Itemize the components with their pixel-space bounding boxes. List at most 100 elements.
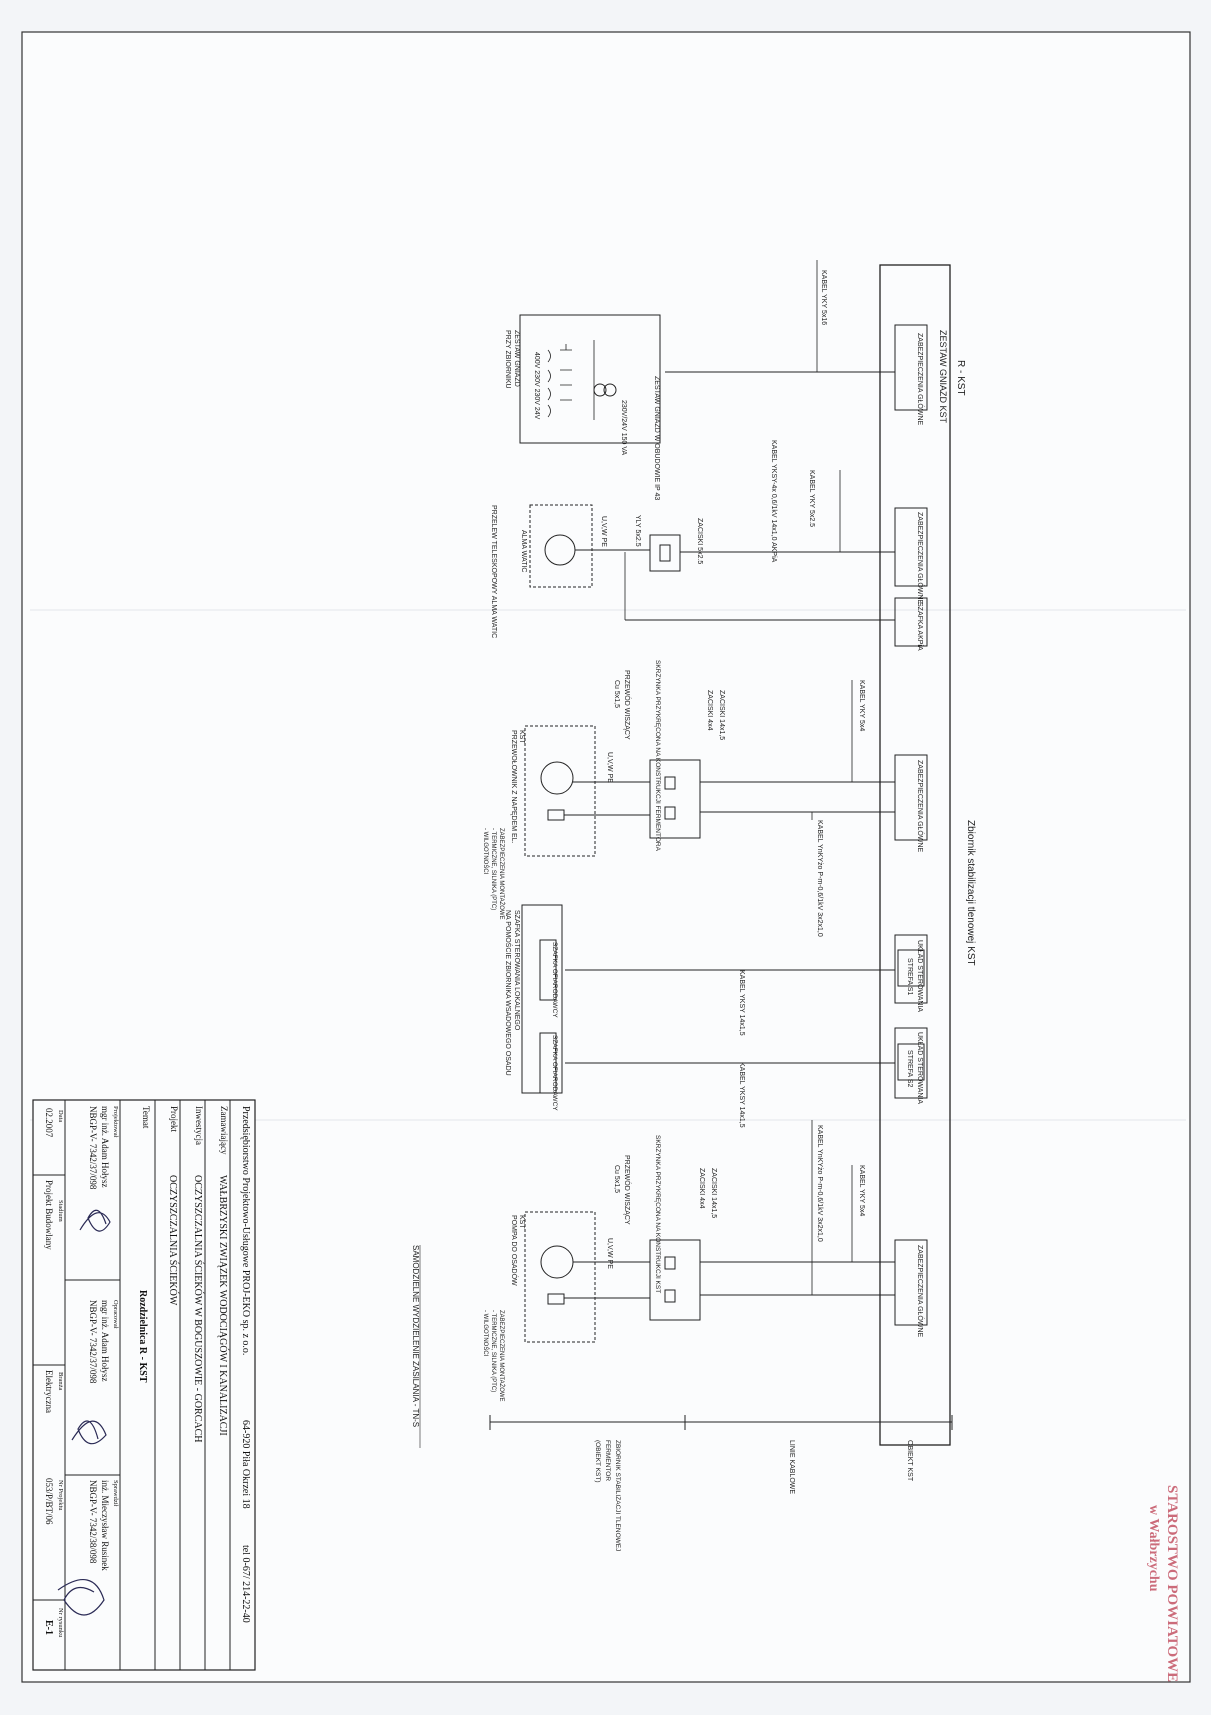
designer-license: NBGP-V- 7342/37/098: [88, 1106, 98, 1190]
socket-set-module: [519, 314, 661, 444]
svg-text:Data: Data: [57, 1110, 64, 1122]
stamp-line-1: STAROSTWO POWIATOWE: [1164, 1485, 1180, 1682]
svg-text:KABEL YKY 5x4: KABEL YKY 5x4: [858, 1165, 865, 1216]
svg-text:SZAFKA OFIARODAWCY: SZAFKA OFIARODAWCY: [551, 942, 558, 1018]
svg-text:SKRZYNKA PRZYKRĘCONA NA KONSTR: SKRZYNKA PRZYKRĘCONA NA KONSTRUKCJI KST: [654, 1135, 661, 1293]
signature-designer: [79, 1209, 111, 1232]
protection-box-3: [894, 754, 928, 841]
svg-text:NA POMOŚCIE ZBIORNIKA WSADOWEG: NA POMOŚCIE ZBIORNIKA WSADOWEGO OSADU: [504, 910, 513, 1076]
svg-text:KABEL YnKYżo P-m-0,6/1kV 3x2x1: KABEL YnKYżo P-m-0,6/1kV 3x2x1,0: [816, 820, 823, 937]
svg-text:KABEL YKSY 14x1,5: KABEL YKSY 14x1,5: [738, 970, 745, 1036]
svg-text:Inwestycja: Inwestycja: [194, 1106, 204, 1145]
svg-text:Branża: Branża: [57, 1372, 64, 1391]
alma-watic-module: [529, 504, 593, 588]
svg-text:STREFA S2: STREFA S2: [906, 1050, 913, 1087]
svg-text:ZABEZPIECZENIA GŁÓWNE: ZABEZPIECZENIA GŁÓWNE: [916, 1245, 925, 1338]
svg-text:Sprawdził: Sprawdził: [112, 1480, 119, 1507]
svg-text:U,V,W PE: U,V,W PE: [600, 516, 607, 547]
project-number: 053/P/BT/06: [44, 1478, 54, 1525]
control-box-s1: [894, 934, 928, 1004]
svg-text:STREFA S1: STREFA S1: [906, 958, 913, 995]
zone-tank-1: ZBIORNIK STABILIZACJI TLENOWEJ: [614, 1440, 621, 1551]
topic-name: Rozdzielnica R - KST: [137, 1290, 148, 1383]
svg-text:YLY 5x2.5: YLY 5x2.5: [634, 515, 641, 547]
zone-cable-lines: LINIE KABLOWE: [788, 1440, 795, 1494]
svg-text:KABEL YKY 5x4: KABEL YKY 5x4: [858, 680, 865, 731]
svg-text:ZABEZPIECZENIA GŁÓWNE: ZABEZPIECZENIA GŁÓWNE: [916, 512, 925, 605]
checker-license: NBGP-V- 7342/38/098: [88, 1480, 98, 1564]
generator-section-label: ZESTAW GNIAZD KST: [938, 330, 948, 424]
designer-name: mgr inż. Adam Hołysz: [100, 1106, 110, 1188]
svg-text:SZAFKA STEROWANIA LOKALNEGO: SZAFKA STEROWANIA LOKALNEGO: [513, 910, 520, 1031]
signature-elaborator: [71, 1420, 107, 1445]
svg-text:ALMA WATIC: ALMA WATIC: [520, 530, 527, 572]
svg-text:PRZELEW TELESKOPOWY ALMA WATIC: PRZELEW TELESKOPOWY ALMA WATIC: [490, 505, 497, 638]
junction-box-5: [649, 1239, 701, 1321]
svg-text:Nr Projektu: Nr Projektu: [57, 1480, 64, 1511]
svg-text:Projektował: Projektował: [112, 1106, 119, 1138]
stamp-line-2: w Wałbrzychu: [1146, 1505, 1161, 1592]
svg-text:ZACISKI 14x1,5: ZACISKI 14x1,5: [718, 690, 725, 740]
drawing-date: 02.2007: [44, 1108, 54, 1138]
svg-text:PRZEWÓD WISZĄCY: PRZEWÓD WISZĄCY: [623, 1155, 632, 1225]
svg-text:ZACISKI 5x2.5: ZACISKI 5x2.5: [696, 518, 703, 564]
svg-text:ZESTAW GNIAZD W OBUDOWIE IP 43: ZESTAW GNIAZD W OBUDOWIE IP 43: [653, 376, 660, 500]
svg-text:ZACISKI 4x4: ZACISKI 4x4: [706, 690, 713, 731]
svg-text:Zamawiający: Zamawiający: [219, 1106, 229, 1155]
svg-text:KST: KST: [518, 1215, 525, 1229]
svg-text:UKŁAD STEROWANIA: UKŁAD STEROWANIA: [916, 940, 923, 1012]
junction-box-3: [649, 759, 701, 839]
busbar-label: Zbiornik stabilizacji tlenowej KST: [965, 820, 976, 966]
svg-text:Stadium: Stadium: [57, 1200, 64, 1222]
svg-text:Projekt: Projekt: [169, 1106, 179, 1132]
svg-text:PRZEWOŁOWNIK Z NAPĘDEM EL.: PRZEWOŁOWNIK Z NAPĘDEM EL.: [510, 730, 517, 844]
official-stamp: STAROSTWO POWIATOWE w Wałbrzychu: [1146, 1485, 1180, 1682]
svg-text:KABEL YKSY-4x 0,6/1kV 14x1,0 A: KABEL YKSY-4x 0,6/1kV 14x1,0 AKPiA: [770, 440, 777, 563]
sludge-pump-module: [524, 1211, 596, 1343]
company-address: 64-920 Piła Okrzei 18: [240, 1420, 251, 1509]
svg-text:SZAFKA AKPiA: SZAFKA AKPiA: [916, 602, 923, 651]
checker-name: inż. Mieczysław Rusinek: [100, 1480, 110, 1571]
akpia-cabinet-box: [894, 597, 928, 647]
stage: Projekt Budowlany: [44, 1180, 54, 1250]
single-line-diagram: R - KST ZESTAW GNIAZD KST Zbiornik stabi…: [411, 260, 976, 1551]
switchboard-enclosure: [879, 264, 951, 1446]
board-title: R - KST: [955, 360, 966, 396]
svg-text:KABEL YnKYżo P-m-0,6/1kV 3x2x1: KABEL YnKYżo P-m-0,6/1kV 3x2x1,0: [816, 1125, 823, 1242]
svg-text:U,V,W PE: U,V,W PE: [606, 752, 613, 783]
svg-text:PRZEWÓD WISZĄCY: PRZEWÓD WISZĄCY: [623, 670, 632, 740]
svg-text:KST: KST: [518, 730, 525, 744]
mixer-module: [524, 725, 596, 857]
company-phone: tel 0-67/ 214-22-40: [240, 1545, 251, 1623]
svg-text:SKRZYNKA PRZYKRĘCONA NA KONSTR: SKRZYNKA PRZYKRĘCONA NA KONSTRUKCJI FERM…: [654, 660, 661, 852]
svg-text:ZACISKI 4x4: ZACISKI 4x4: [698, 1168, 705, 1209]
svg-text:- TERMICZNE, SILNIKA (PTC): - TERMICZNE, SILNIKA (PTC): [490, 1310, 496, 1392]
protection-box-2: [894, 507, 928, 587]
svg-text:KABEL YKY 5x16: KABEL YKY 5x16: [820, 270, 827, 325]
svg-text:PRZY ZBIORNIKU: PRZY ZBIORNIKU: [504, 330, 511, 389]
svg-text:- WILGOTNOŚCI: - WILGOTNOŚCI: [482, 1310, 490, 1357]
protection-box-5: [894, 1239, 928, 1326]
svg-text:ZACISKI 14x1,5: ZACISKI 14x1,5: [710, 1168, 717, 1218]
elaborator-license: NBGP-V- 7342/37/098: [88, 1300, 98, 1384]
svg-text:ZESTAW GNIAZD: ZESTAW GNIAZD: [513, 330, 520, 387]
svg-text:UKŁAD STEROWANIA: UKŁAD STEROWANIA: [916, 1032, 923, 1104]
svg-text:SZAFKA OFIARODAWCY: SZAFKA OFIARODAWCY: [551, 1035, 558, 1111]
svg-text:400V 230V 230V 24V: 400V 230V 230V 24V: [533, 352, 540, 420]
svg-text:ZABEZPIECZENIA GŁÓWNE: ZABEZPIECZENIA GŁÓWNE: [916, 760, 925, 853]
svg-text:KABEL YKSY 14x1,5: KABEL YKSY 14x1,5: [738, 1062, 745, 1128]
investment-name: OCZYSZCZALNIA ŚCIEKÓW W BOGUSZOWIE - GOR…: [192, 1175, 204, 1443]
svg-text:230V/24V 150 VA: 230V/24V 150 VA: [620, 400, 627, 455]
svg-text:Temat: Temat: [141, 1106, 151, 1129]
zone-tank-2: FERMENTOR: [604, 1440, 611, 1481]
company-name: Przedsiębiorstwo Projektowo-Usługowe PRO…: [240, 1106, 251, 1355]
protection-box-1: [894, 324, 928, 411]
svg-text:ZABEZPIECZENIA GŁÓWNE: ZABEZPIECZENIA GŁÓWNE: [916, 333, 925, 426]
svg-text:- TERMICZNE, SILNIKA (PTC): - TERMICZNE, SILNIKA (PTC): [490, 828, 496, 910]
title-block: Przedsiębiorstwo Projektowo-Usługowe PRO…: [32, 1099, 256, 1671]
zone-obiekt-kst: OBIEKT KST: [906, 1440, 913, 1482]
zone-tank-3: (OBIEKT KST): [594, 1440, 601, 1483]
svg-text:Nr rysunku: Nr rysunku: [57, 1608, 64, 1638]
